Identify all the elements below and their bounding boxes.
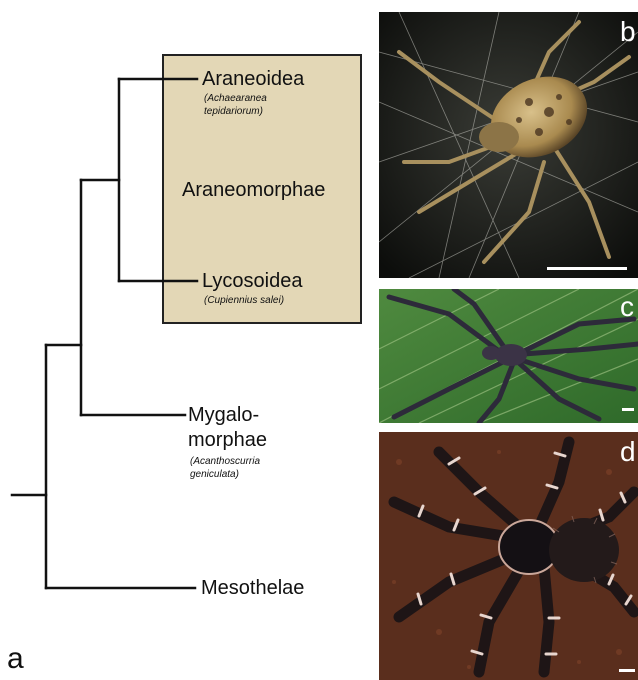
leaf-spider-image [379, 289, 638, 423]
group-label-araneomorphae: Araneomorphae [182, 178, 325, 202]
panel-label-d: d [620, 436, 636, 468]
tree-inner-branches [0, 0, 380, 680]
scale-bar-b [547, 267, 627, 270]
spider-web-image [379, 12, 638, 278]
taxon-araneoidea: Araneoidea [202, 67, 304, 91]
panel-label-b: b [620, 16, 636, 48]
panel-label-a: a [7, 642, 24, 676]
species-achaearanea-line1: (Achaearanea [204, 92, 267, 105]
taxon-lycosoidea: Lycosoidea [202, 269, 302, 293]
taxon-mesothelae: Mesothelae [201, 576, 304, 600]
species-cupiennius: (Cupiennius salei) [204, 294, 284, 307]
species-achaearanea-line2: tepidariorum) [204, 105, 263, 118]
photo-cupiennius: c [379, 289, 638, 423]
tarantula-image [379, 432, 638, 680]
taxon-mygalomorphae-line2: morphae [188, 428, 267, 452]
species-acanthoscurria-line2: geniculata) [190, 468, 239, 481]
photo-achaearanea: b [379, 12, 638, 278]
panel-label-c: c [620, 291, 634, 323]
scale-bar-c [622, 408, 634, 411]
scale-bar-d [619, 669, 635, 672]
photo-acanthoscurria: d [379, 432, 638, 680]
taxon-mygalomorphae-line1: Mygalo- [188, 403, 259, 427]
species-acanthoscurria-line1: (Acanthoscurria [190, 455, 260, 468]
